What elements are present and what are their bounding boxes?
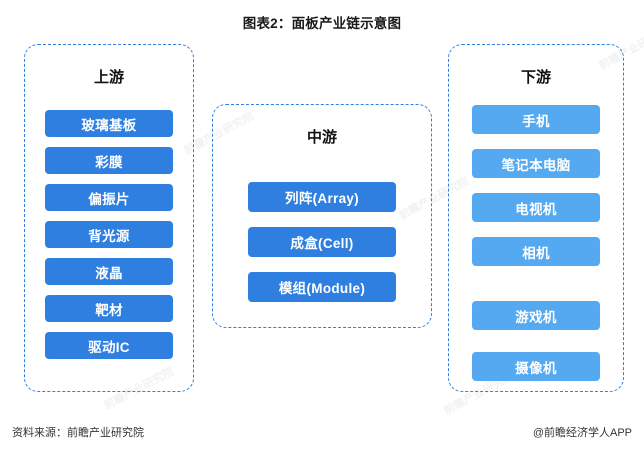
- node-downstream-item[interactable]: 笔记本电脑: [472, 149, 600, 178]
- column-title-downstream: 下游: [520, 69, 551, 86]
- node-downstream-item[interactable]: 游戏机: [472, 301, 600, 330]
- brand-note: @前瞻经济学人APP: [532, 427, 632, 439]
- node-upstream-item[interactable]: 驱动IC: [45, 332, 173, 359]
- node-upstream-item[interactable]: 液晶: [45, 258, 173, 285]
- node-midstream-item[interactable]: 成盒(Cell): [248, 227, 396, 257]
- node-upstream-item[interactable]: 玻璃基板: [45, 110, 173, 137]
- node-upstream-item[interactable]: 靶材: [45, 295, 173, 322]
- column-downstream: [448, 44, 624, 392]
- source-note: 资料来源：前瞻产业研究院: [12, 427, 144, 439]
- node-downstream-item[interactable]: 电视机: [472, 193, 600, 222]
- node-downstream-item[interactable]: 相机: [472, 237, 600, 266]
- node-downstream-item[interactable]: 手机: [472, 105, 600, 134]
- column-title-midstream: 中游: [306, 129, 337, 146]
- column-title-upstream: 上游: [93, 69, 124, 86]
- column-upstream: [24, 44, 194, 392]
- node-upstream-item[interactable]: 背光源: [45, 221, 173, 248]
- node-midstream-item[interactable]: 列阵(Array): [248, 182, 396, 212]
- node-upstream-item[interactable]: 彩膜: [45, 147, 173, 174]
- node-upstream-item[interactable]: 偏振片: [45, 184, 173, 211]
- node-midstream-item[interactable]: 模组(Module): [248, 272, 396, 302]
- column-midstream: [212, 104, 432, 328]
- page-title: 图表2：面板产业链示意图: [242, 16, 402, 31]
- node-downstream-item[interactable]: 摄像机: [472, 352, 600, 381]
